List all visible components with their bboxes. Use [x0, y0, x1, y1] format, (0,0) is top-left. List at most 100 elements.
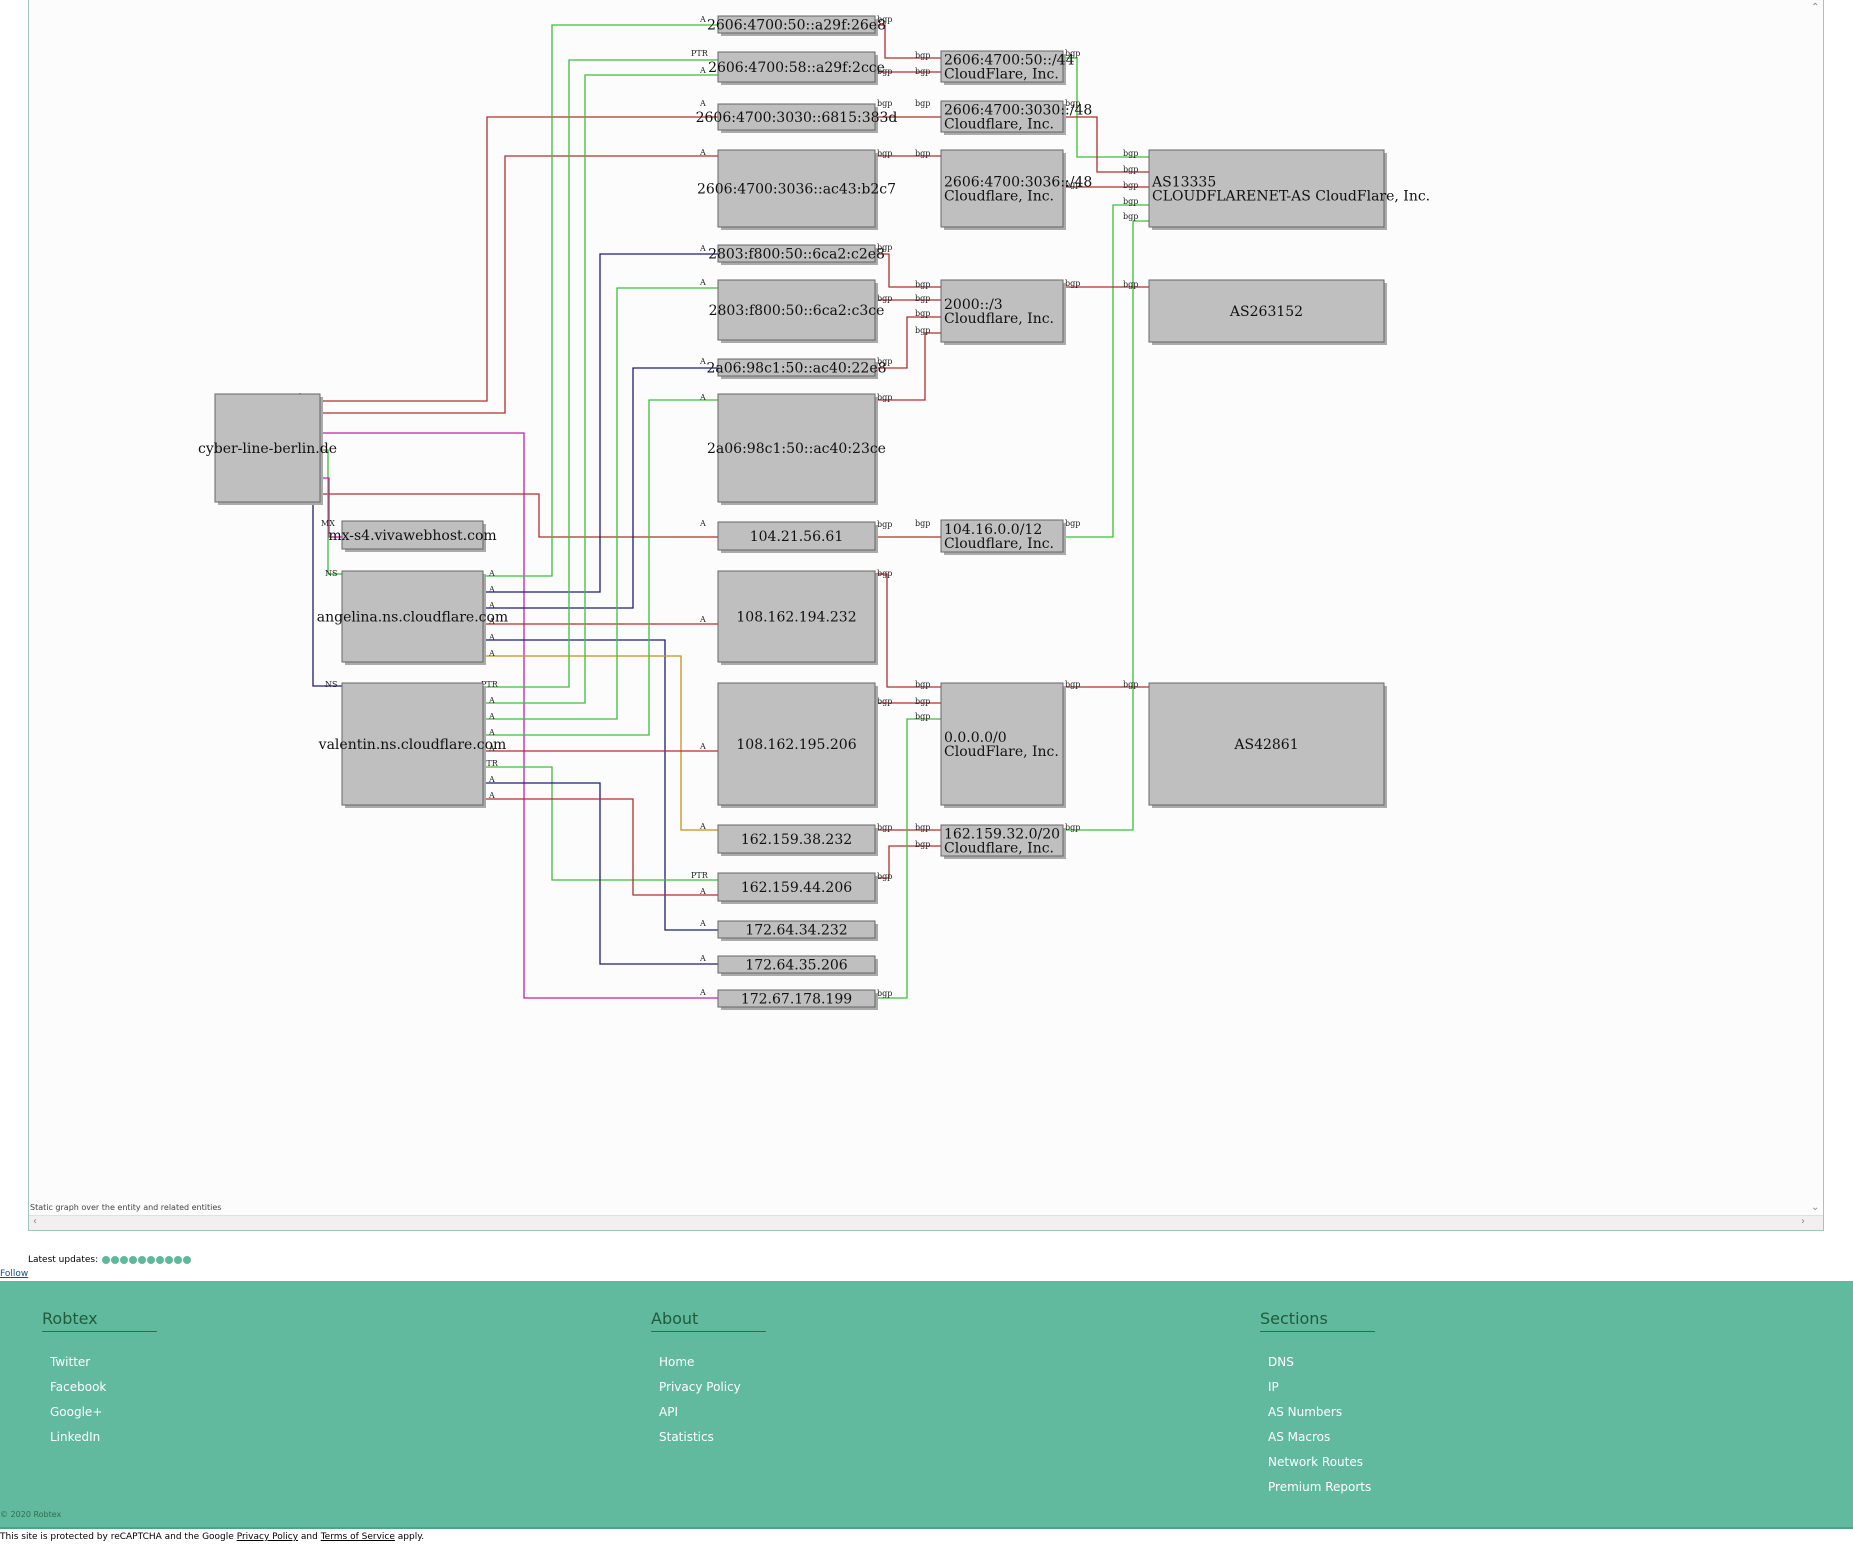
footer-link-twitter[interactable]: Twitter	[50, 1355, 91, 1369]
update-dot[interactable]	[138, 1256, 147, 1264]
node-ip6[interactable]	[717, 279, 876, 341]
edge-ip13-r7	[875, 845, 941, 879]
edge-r2-as1	[1063, 116, 1149, 173]
bgp-label: bgp	[915, 294, 930, 303]
node-as1[interactable]	[1148, 149, 1385, 228]
footer-column-about: About Home Privacy Policy API Statistics	[637, 1309, 766, 1450]
update-dot[interactable]	[156, 1256, 165, 1264]
node-r3[interactable]	[940, 149, 1064, 228]
node-ns2[interactable]	[341, 682, 484, 806]
node-ip3[interactable]	[717, 103, 876, 131]
node-as3[interactable]	[1148, 682, 1385, 806]
node-mx[interactable]	[341, 520, 484, 550]
recaptcha-suffix: apply.	[397, 1532, 425, 1542]
update-dot[interactable]	[102, 1256, 111, 1264]
node-label: AS13335	[1151, 175, 1216, 191]
footer-link-api[interactable]: API	[659, 1405, 678, 1419]
bgp-label: bgp	[915, 712, 930, 721]
node-ip16[interactable]	[717, 989, 876, 1008]
update-dot[interactable]	[165, 1256, 174, 1264]
node-ip7[interactable]	[717, 358, 876, 377]
update-dot[interactable]	[147, 1256, 156, 1264]
node-ip1[interactable]	[717, 15, 876, 34]
node-label: 2803:f800:50::6ca2:c2e8	[708, 247, 885, 263]
footer-link-as-macros[interactable]: AS Macros	[1268, 1430, 1331, 1444]
node-ip5[interactable]	[717, 244, 876, 263]
node-label: valentin.ns.cloudflare.com	[318, 737, 507, 753]
edge-r1-as1	[1063, 57, 1149, 158]
bgp-label: bgp	[877, 872, 892, 881]
node-ip11[interactable]	[717, 682, 876, 806]
node-ns1[interactable]	[341, 570, 484, 663]
recaptcha-prefix: This site is protected by reCAPTCHA and …	[0, 1532, 234, 1542]
footer-link-ip[interactable]: IP	[1268, 1380, 1279, 1394]
scroll-right-icon[interactable]: ›	[1801, 1216, 1805, 1227]
update-dot[interactable]	[111, 1256, 120, 1264]
footer-link-statistics[interactable]: Statistics	[659, 1430, 714, 1444]
edge-label: A	[488, 712, 495, 721]
node-r6[interactable]	[940, 682, 1064, 806]
horizontal-scrollbar[interactable]: ‹ ›	[29, 1215, 1823, 1230]
node-ip13[interactable]	[717, 872, 876, 902]
node-ip9[interactable]	[717, 521, 876, 551]
node-ip8[interactable]	[717, 393, 876, 503]
node-r7[interactable]	[940, 824, 1064, 857]
scroll-up-icon[interactable]: ⌃	[1811, 2, 1820, 13]
node-label: 2606:4700:3036::ac43:b2c7	[697, 182, 896, 198]
node-ip10[interactable]	[717, 570, 876, 663]
node-domain[interactable]	[214, 393, 321, 503]
node-label: 2606:4700:58::a29f:2cce	[708, 60, 885, 76]
node-ip12[interactable]	[717, 824, 876, 854]
vertical-scrollbar[interactable]: ⌃ ⌄	[1809, 0, 1823, 1215]
update-dot[interactable]	[174, 1256, 183, 1264]
edge-label: A	[488, 569, 495, 578]
node-as2[interactable]	[1148, 279, 1385, 343]
node-ip2[interactable]	[717, 51, 876, 83]
node-label: 172.64.35.206	[745, 958, 848, 974]
edge-label: A	[699, 919, 706, 928]
node-label: 0.0.0.0/0	[944, 730, 1007, 746]
bgp-label: bgp	[1065, 279, 1080, 288]
node-r1[interactable]	[940, 50, 1064, 83]
node-r5[interactable]	[940, 519, 1064, 553]
footer-link-linkedin[interactable]: LinkedIn	[50, 1430, 101, 1444]
node-label: 2000::/3	[944, 297, 1003, 313]
footer-column-title: Sections	[1260, 1309, 1375, 1332]
update-dot[interactable]	[183, 1256, 192, 1264]
google-terms-link[interactable]: Terms of Service	[320, 1532, 395, 1542]
update-dot[interactable]	[120, 1256, 129, 1264]
edge-label: A	[488, 791, 495, 800]
footer-link-network-routes[interactable]: Network Routes	[1268, 1455, 1364, 1469]
scroll-left-icon[interactable]: ‹	[33, 1216, 37, 1227]
update-dots[interactable]	[102, 1256, 192, 1264]
bgp-label: bgp	[877, 15, 892, 24]
node-label: 2606:4700:50::/44	[944, 53, 1075, 69]
footer-link-facebook[interactable]: Facebook	[50, 1380, 107, 1394]
scroll-down-icon[interactable]: ⌄	[1811, 1202, 1820, 1213]
node-ip4[interactable]	[717, 149, 876, 228]
edge-label: A	[699, 742, 706, 751]
node-label: mx-s4.vivawebhost.com	[328, 528, 496, 544]
edge-domain-ns1	[320, 449, 344, 575]
update-dot[interactable]	[129, 1256, 138, 1264]
footer-link-as-numbers[interactable]: AS Numbers	[1268, 1405, 1343, 1419]
node-label: 2a06:98c1:50::ac40:23ce	[707, 441, 886, 457]
bgp-label: bgp	[915, 823, 930, 832]
footer-link-dns[interactable]: DNS	[1268, 1355, 1294, 1369]
node-ip15[interactable]	[717, 955, 876, 974]
footer-link-googleplus[interactable]: Google+	[50, 1405, 103, 1419]
follow-link[interactable]: Follow	[0, 1269, 29, 1279]
node-ip14[interactable]	[717, 920, 876, 939]
footer-link-privacy-policy[interactable]: Privacy Policy	[659, 1380, 741, 1394]
edge-domain-ip9	[320, 493, 718, 538]
node-label: 2606:4700:3036::/48	[944, 175, 1092, 191]
edge-ns2-ip2b	[483, 74, 718, 704]
footer-link-home[interactable]: Home	[659, 1355, 695, 1369]
google-privacy-link[interactable]: Privacy Policy	[236, 1532, 299, 1542]
edge-label: A	[699, 887, 706, 896]
footer-link-premium-reports[interactable]: Premium Reports	[1268, 1480, 1372, 1494]
edge-label: A	[699, 15, 706, 24]
node-r2[interactable]	[940, 100, 1064, 133]
edge-ip10-r6	[875, 573, 941, 688]
node-r4[interactable]	[940, 279, 1064, 343]
